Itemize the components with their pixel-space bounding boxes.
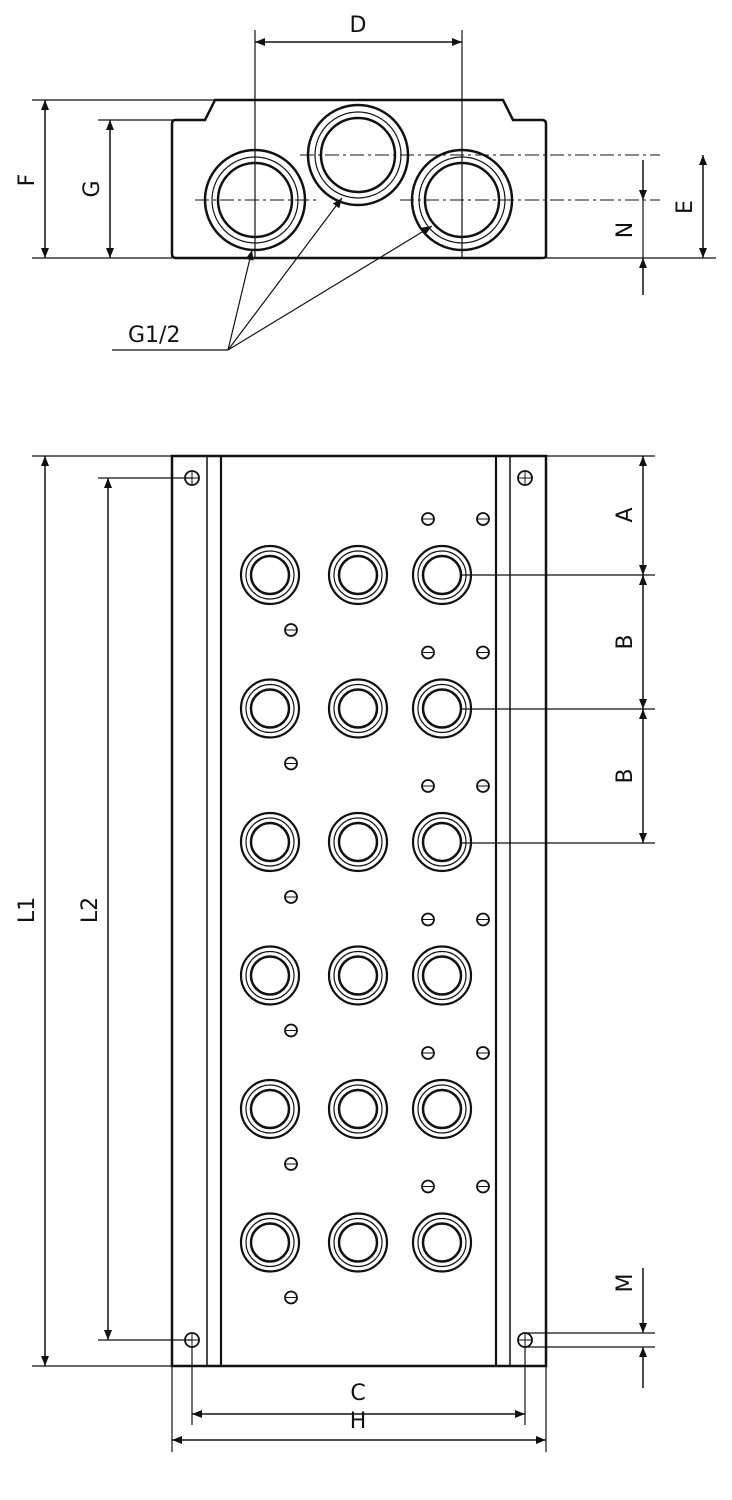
station-port xyxy=(411,945,473,1006)
station-row xyxy=(239,912,490,1038)
label-D: D xyxy=(350,13,367,38)
screw-hole xyxy=(421,779,435,793)
station-grid xyxy=(239,512,490,1305)
station-port xyxy=(327,544,389,606)
top-view: L1 L2 A B B M xyxy=(15,454,655,1452)
dimension-M: M xyxy=(525,1268,655,1388)
label-H: H xyxy=(350,1409,367,1434)
station-row xyxy=(239,1046,490,1171)
front-view: D F G E N xyxy=(15,13,716,351)
label-L2: L2 xyxy=(78,897,103,923)
front-centerlines xyxy=(195,154,660,201)
dimension-N: N xyxy=(613,160,647,295)
dimension-L2: L2 xyxy=(78,477,192,1341)
screw-hole xyxy=(476,645,490,660)
screw-hole xyxy=(421,645,435,660)
station-port xyxy=(327,1078,389,1140)
dimension-G: G xyxy=(80,119,175,258)
label-N: N xyxy=(613,222,638,238)
station-port xyxy=(239,945,301,1006)
station-port xyxy=(239,1212,301,1273)
label-G: G xyxy=(80,180,105,197)
label-B-second: B xyxy=(613,768,638,783)
screw-hole xyxy=(476,912,490,927)
dimension-L1: L1 xyxy=(15,455,172,1367)
label-B-first: B xyxy=(613,634,638,649)
screw-hole xyxy=(284,1290,298,1305)
station-port xyxy=(411,1078,473,1140)
dimension-E: E xyxy=(546,155,716,259)
thread-leader: G1/2 xyxy=(112,197,433,351)
station-port xyxy=(327,1212,389,1273)
screw-hole xyxy=(421,912,435,927)
dimension-H: H xyxy=(171,1366,547,1452)
label-L1: L1 xyxy=(15,897,40,923)
mounting-holes xyxy=(184,470,533,1348)
screw-hole xyxy=(284,1023,298,1038)
station-row xyxy=(239,1179,490,1305)
label-thread: G1/2 xyxy=(128,323,180,348)
screw-hole xyxy=(421,1046,435,1060)
label-A: A xyxy=(613,507,638,522)
station-port xyxy=(411,1212,473,1273)
label-C: C xyxy=(350,1381,365,1406)
top-body-outline xyxy=(170,454,548,1368)
label-M: M xyxy=(613,1274,638,1293)
station-row xyxy=(239,645,490,771)
station-port xyxy=(327,811,389,873)
station-port xyxy=(239,811,301,873)
screw-hole xyxy=(421,512,435,526)
label-E: E xyxy=(673,200,698,214)
screw-hole xyxy=(476,512,490,526)
screw-hole xyxy=(476,779,490,793)
label-F: F xyxy=(15,174,40,187)
dimension-A-B: A B B xyxy=(462,455,655,844)
station-row xyxy=(239,779,490,904)
dimension-D: D xyxy=(254,13,463,258)
screw-hole xyxy=(284,623,298,637)
station-port xyxy=(411,811,473,873)
station-port xyxy=(239,678,301,739)
station-port xyxy=(239,544,301,606)
front-body-outline xyxy=(170,98,548,260)
screw-hole xyxy=(284,890,298,904)
screw-hole xyxy=(284,1157,298,1171)
screw-hole xyxy=(284,756,298,771)
station-port xyxy=(411,544,473,606)
station-port xyxy=(327,945,389,1006)
station-row xyxy=(239,512,490,637)
dimension-C: C xyxy=(191,1347,526,1425)
screw-hole xyxy=(421,1179,435,1194)
screw-hole xyxy=(476,1046,490,1060)
station-port xyxy=(327,678,389,739)
station-port xyxy=(239,1078,301,1140)
dimension-F: F xyxy=(15,99,215,259)
screw-hole xyxy=(476,1179,490,1194)
